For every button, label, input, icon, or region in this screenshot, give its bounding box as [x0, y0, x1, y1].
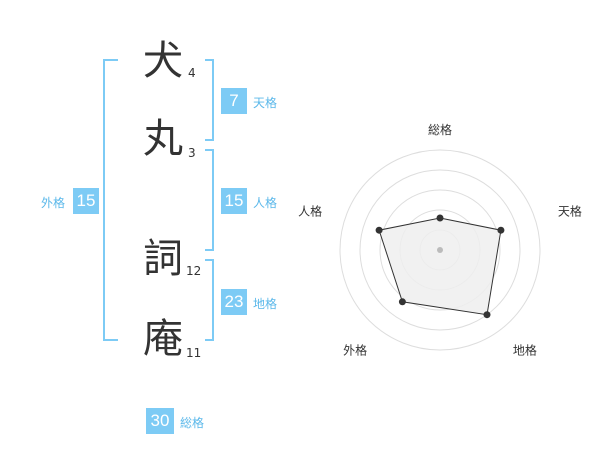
- name-char-2: 丸: [143, 116, 183, 162]
- soukaku-label: 総格: [180, 416, 205, 430]
- stroke-count-1: 4: [188, 66, 196, 80]
- tenkaku-badge: 7: [221, 88, 247, 114]
- stroke-count-3: 12: [186, 264, 202, 278]
- radar-point-2: [497, 226, 505, 234]
- radar-point-5: [375, 226, 383, 234]
- jinkaku-bracket: [205, 149, 214, 251]
- soukaku-badge: 30: [146, 408, 174, 434]
- stroke-count-4: 11: [186, 346, 202, 360]
- radar-point-3: [483, 311, 491, 319]
- radar-axis-label: 天格: [558, 204, 582, 219]
- jinkaku-badge: 15: [221, 188, 247, 214]
- radar-axis-label: 外格: [343, 342, 367, 357]
- radar-point-4: [398, 298, 406, 306]
- radar-center: [437, 247, 443, 253]
- radar-ring: [339, 149, 541, 351]
- gaikaku-badge: 15: [73, 188, 99, 214]
- radar-axis-label: 人格: [298, 204, 322, 219]
- radar-ring: [379, 189, 501, 311]
- stroke-count-2: 3: [188, 146, 196, 160]
- name-char-3: 詞: [143, 236, 183, 282]
- jinkaku-label: 人格: [253, 196, 278, 210]
- chikaku-bracket: [205, 259, 214, 341]
- radar-point-1: [436, 214, 444, 222]
- radar-axis-label: 総格: [428, 122, 452, 137]
- name-char-4: 庵: [143, 316, 183, 362]
- radar-area: [378, 217, 502, 316]
- tenkaku-bracket: [205, 59, 214, 141]
- radar-axis-label: 地格: [513, 342, 537, 357]
- tenkaku-label: 天格: [253, 96, 278, 110]
- chikaku-badge: 23: [221, 289, 247, 315]
- chikaku-label: 地格: [253, 297, 278, 311]
- name-char-1: 犬: [143, 38, 183, 84]
- gaikaku-label: 外格: [41, 196, 66, 210]
- gaikaku-bracket: [103, 59, 118, 341]
- radar-ring: [359, 169, 521, 331]
